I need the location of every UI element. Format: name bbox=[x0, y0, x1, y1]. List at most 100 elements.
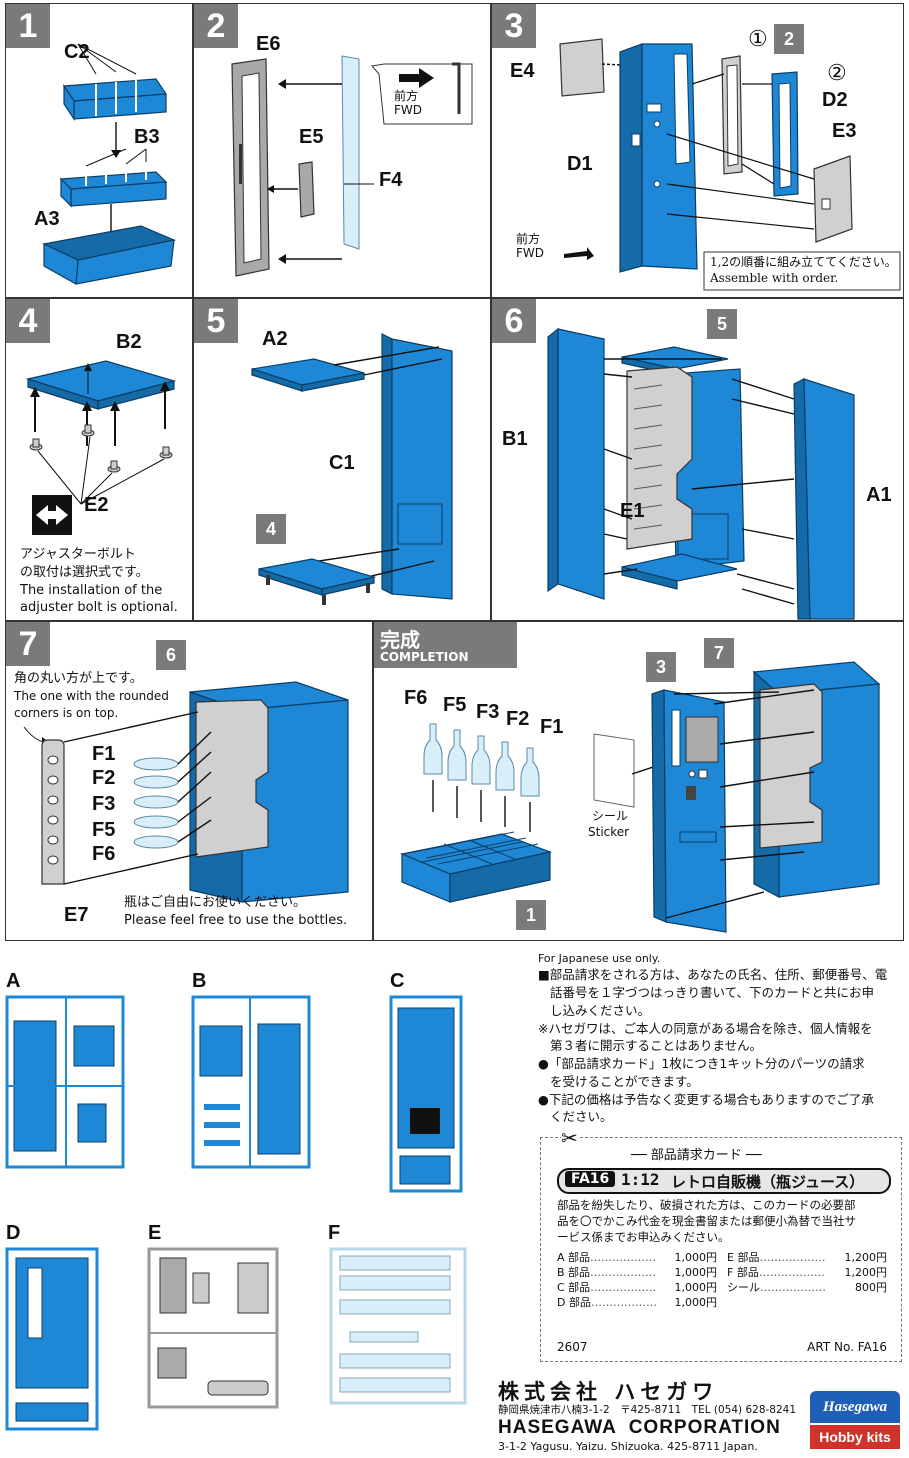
step-5-panel: 5 A2 C1 4 bbox=[193, 298, 491, 621]
price-part: A 部品 bbox=[557, 1251, 591, 1264]
hasegawa-logo: Hasegawa Hobby kits bbox=[810, 1391, 900, 1453]
order-note-en: Assemble with order. bbox=[710, 271, 839, 285]
fwd-jp: 前方 bbox=[394, 89, 419, 103]
card-title: ── 部品請求カード ── bbox=[631, 1148, 762, 1163]
price-dots: ……………… bbox=[758, 1266, 825, 1279]
done-bottle-label-f5: F5 bbox=[443, 694, 467, 716]
completion-title-en: COMPLETION bbox=[380, 650, 469, 664]
sprue-f bbox=[329, 1247, 467, 1405]
price-list-right: E 部品………………1,200円 F 部品………………1,200円 シール………… bbox=[727, 1250, 887, 1295]
badge-5: 5 bbox=[707, 309, 737, 339]
badge-4: 4 bbox=[256, 514, 286, 544]
price-dots: ……………… bbox=[590, 1266, 657, 1279]
body-7 bbox=[752, 661, 881, 898]
sticker-sheet bbox=[593, 733, 635, 808]
parts-info-line: を受けることができます。 bbox=[550, 1073, 699, 1089]
part-base-bottom bbox=[621, 553, 738, 590]
sprue-d bbox=[5, 1247, 99, 1431]
sprue-a bbox=[5, 995, 125, 1169]
part-base-4 bbox=[258, 558, 377, 605]
part-e6-frame bbox=[231, 58, 270, 277]
label-e1: E1 bbox=[620, 500, 645, 522]
price-row: B 部品………………1,000円 bbox=[557, 1265, 717, 1280]
parts-info-line: ください。 bbox=[550, 1109, 613, 1125]
label-b3: B3 bbox=[134, 126, 160, 148]
label-f3: F3 bbox=[92, 793, 116, 815]
step-1-panel: 1 bbox=[5, 3, 193, 298]
completion-header: 完成 COMPLETION bbox=[374, 622, 517, 668]
parts-info-line: 第３者に開示することはありません。 bbox=[550, 1038, 763, 1054]
mark-2: ② bbox=[827, 60, 847, 85]
price-dots: ……………… bbox=[760, 1281, 826, 1294]
price-value: 1,200円 bbox=[844, 1266, 888, 1279]
step-1-drawing bbox=[42, 43, 176, 285]
rounded-note-en1: The one with the rounded bbox=[14, 689, 169, 703]
label-b2: B2 bbox=[116, 331, 142, 353]
card-desc-2: 品を〇でかこみ代金を現金書留または郵便小為替で当社サ bbox=[557, 1214, 856, 1228]
bottles-f bbox=[133, 757, 179, 849]
price-row: シール……………… 800円 bbox=[727, 1280, 887, 1295]
sprue-label-e: E bbox=[148, 1222, 162, 1244]
step-7-drawing bbox=[23, 681, 349, 903]
label-e5: E5 bbox=[299, 126, 324, 148]
label-b1: B1 bbox=[502, 428, 528, 450]
step-7-panel: 7 角の丸い方が上です。 The one with the rounded co… bbox=[5, 621, 373, 941]
price-row: E 部品………………1,200円 bbox=[727, 1250, 887, 1265]
completion-title-jp: 完成 bbox=[380, 628, 420, 652]
price-part: C 部品 bbox=[557, 1281, 591, 1294]
label-a1: A1 bbox=[866, 484, 892, 506]
done-bottle-label-f3: F3 bbox=[476, 701, 500, 723]
scissors-icon: ✂ bbox=[561, 1126, 578, 1150]
logo-bottom: Hobby kits bbox=[810, 1425, 900, 1449]
art-number: ART No. FA16 bbox=[807, 1340, 887, 1354]
badge-7: 7 bbox=[704, 638, 734, 668]
step-number: 6 bbox=[492, 299, 536, 343]
part-body-6 bbox=[189, 681, 349, 903]
price-value: 1,200円 bbox=[844, 1251, 888, 1264]
done-bottle-label-f6: F6 bbox=[404, 687, 428, 709]
part-e2-bolts bbox=[29, 424, 173, 473]
bottles-row bbox=[423, 723, 540, 797]
done-bottle-label-f1: F1 bbox=[540, 716, 564, 738]
price-part: シール bbox=[727, 1281, 760, 1294]
bottles-note-jp: 瓶はご自由にお使いください。 bbox=[124, 895, 307, 910]
sprue-label-a: A bbox=[6, 970, 21, 992]
price-part: E 部品 bbox=[727, 1251, 760, 1264]
label-f5: F5 bbox=[92, 819, 116, 841]
label-e7: E7 bbox=[64, 904, 89, 926]
part-a1-side bbox=[793, 378, 855, 620]
part-e3 bbox=[813, 155, 853, 243]
label-d2: D2 bbox=[822, 89, 848, 111]
price-dots: ……………… bbox=[590, 1296, 657, 1309]
parts-info-line: ●下記の価格は予告なく変更する場合もありますのでご了承 bbox=[538, 1091, 874, 1107]
step-5-drawing bbox=[251, 333, 453, 605]
part-f4-glass bbox=[341, 55, 360, 250]
label-c1: C1 bbox=[329, 452, 355, 474]
sprue-c bbox=[389, 995, 463, 1193]
price-dots: ……………… bbox=[590, 1281, 657, 1294]
parts-info: For Japanese use only. ■部品請求をされる方は、あなたの氏… bbox=[538, 952, 904, 1126]
price-dots: ……………… bbox=[590, 1251, 657, 1264]
label-f2: F2 bbox=[92, 767, 116, 789]
step-number: 7 bbox=[6, 622, 50, 666]
price-value: 1,000円 bbox=[674, 1266, 718, 1279]
part-e7-panel bbox=[41, 739, 65, 885]
badge-1: 1 bbox=[516, 900, 546, 930]
product-code: FA16 bbox=[565, 1171, 616, 1187]
logo-top: Hasegawa bbox=[810, 1391, 900, 1423]
sprue-e bbox=[147, 1247, 279, 1409]
step-3-panel: 3 bbox=[491, 3, 904, 298]
sticker-en: Sticker bbox=[588, 825, 630, 839]
adjuster-note-jp2: の取付は選択式です。 bbox=[20, 565, 149, 580]
bottles-note-en: Please feel free to use the bottles. bbox=[124, 913, 348, 928]
fwd-en-3: FWD bbox=[516, 246, 545, 260]
badge-3: 3 bbox=[646, 652, 676, 682]
price-value: 800円 bbox=[855, 1281, 887, 1294]
badge-6: 6 bbox=[156, 640, 186, 670]
part-a2-top bbox=[251, 358, 365, 392]
step-number: 3 bbox=[492, 4, 536, 48]
label-a3: A3 bbox=[34, 208, 60, 230]
parts-info-line: し込みください。 bbox=[550, 1002, 651, 1018]
sprue-label-c: C bbox=[390, 970, 405, 992]
adjuster-note-en2: adjuster bolt is optional. bbox=[20, 600, 178, 615]
